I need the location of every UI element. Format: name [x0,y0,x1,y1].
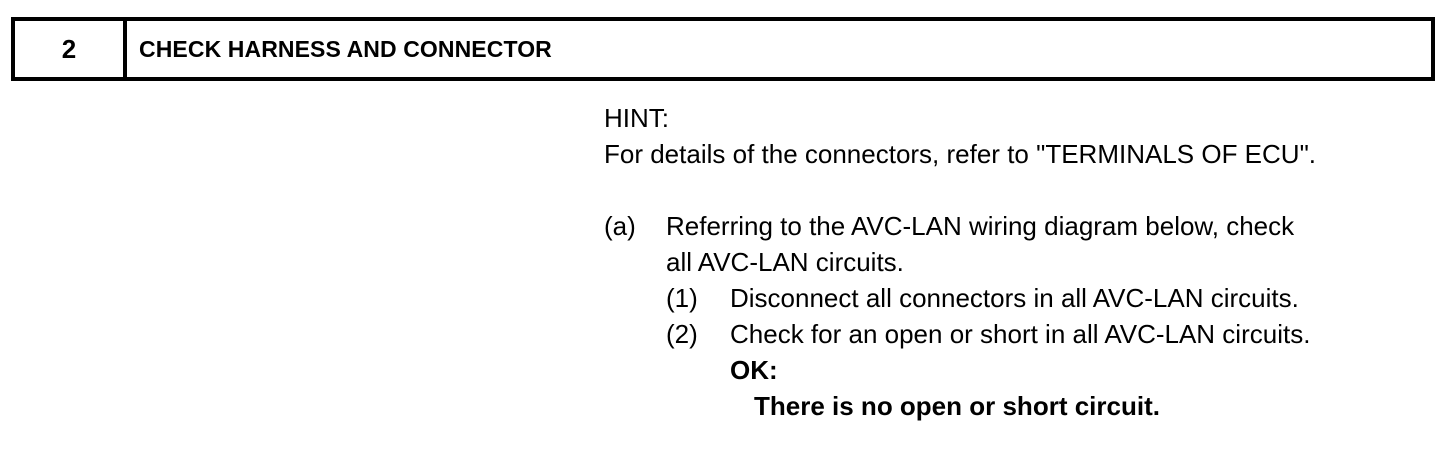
item-text-line-2: all AVC-LAN circuits. [666,247,904,277]
sub-step-text: Disconnect all connectors in all AVC-LAN… [730,283,1299,313]
ok-label: OK: [730,355,778,385]
spacer [604,172,1434,208]
sub-step-marker: (2) [666,319,698,349]
step-header: 2 CHECK HARNESS AND CONNECTOR [11,17,1435,81]
item-marker: (a) [604,211,636,241]
hint-text: For details of the connectors, refer to … [604,139,1317,169]
step-title: CHECK HARNESS AND CONNECTOR [139,35,552,62]
step-number: 2 [15,21,127,77]
sub-step-text: Check for an open or short in all AVC-LA… [730,319,1311,349]
procedure-item-a: (a) Referring to the AVC-LAN wiring diag… [604,208,1434,244]
sub-step-2: (2) Check for an open or short in all AV… [666,316,1434,352]
ok-result-text: There is no open or short circuit. [754,391,1160,421]
hint-label: HINT: [604,103,669,133]
sub-step-marker: (1) [666,283,698,313]
item-marker-spacer [604,244,666,280]
procedure-item-a-continued: all AVC-LAN circuits. [604,244,1434,280]
step-content: HINT: For details of the connectors, ref… [604,100,1434,424]
item-text-line-1: Referring to the AVC-LAN wiring diagram … [666,211,1295,241]
sub-step-1: (1) Disconnect all connectors in all AVC… [666,280,1434,316]
